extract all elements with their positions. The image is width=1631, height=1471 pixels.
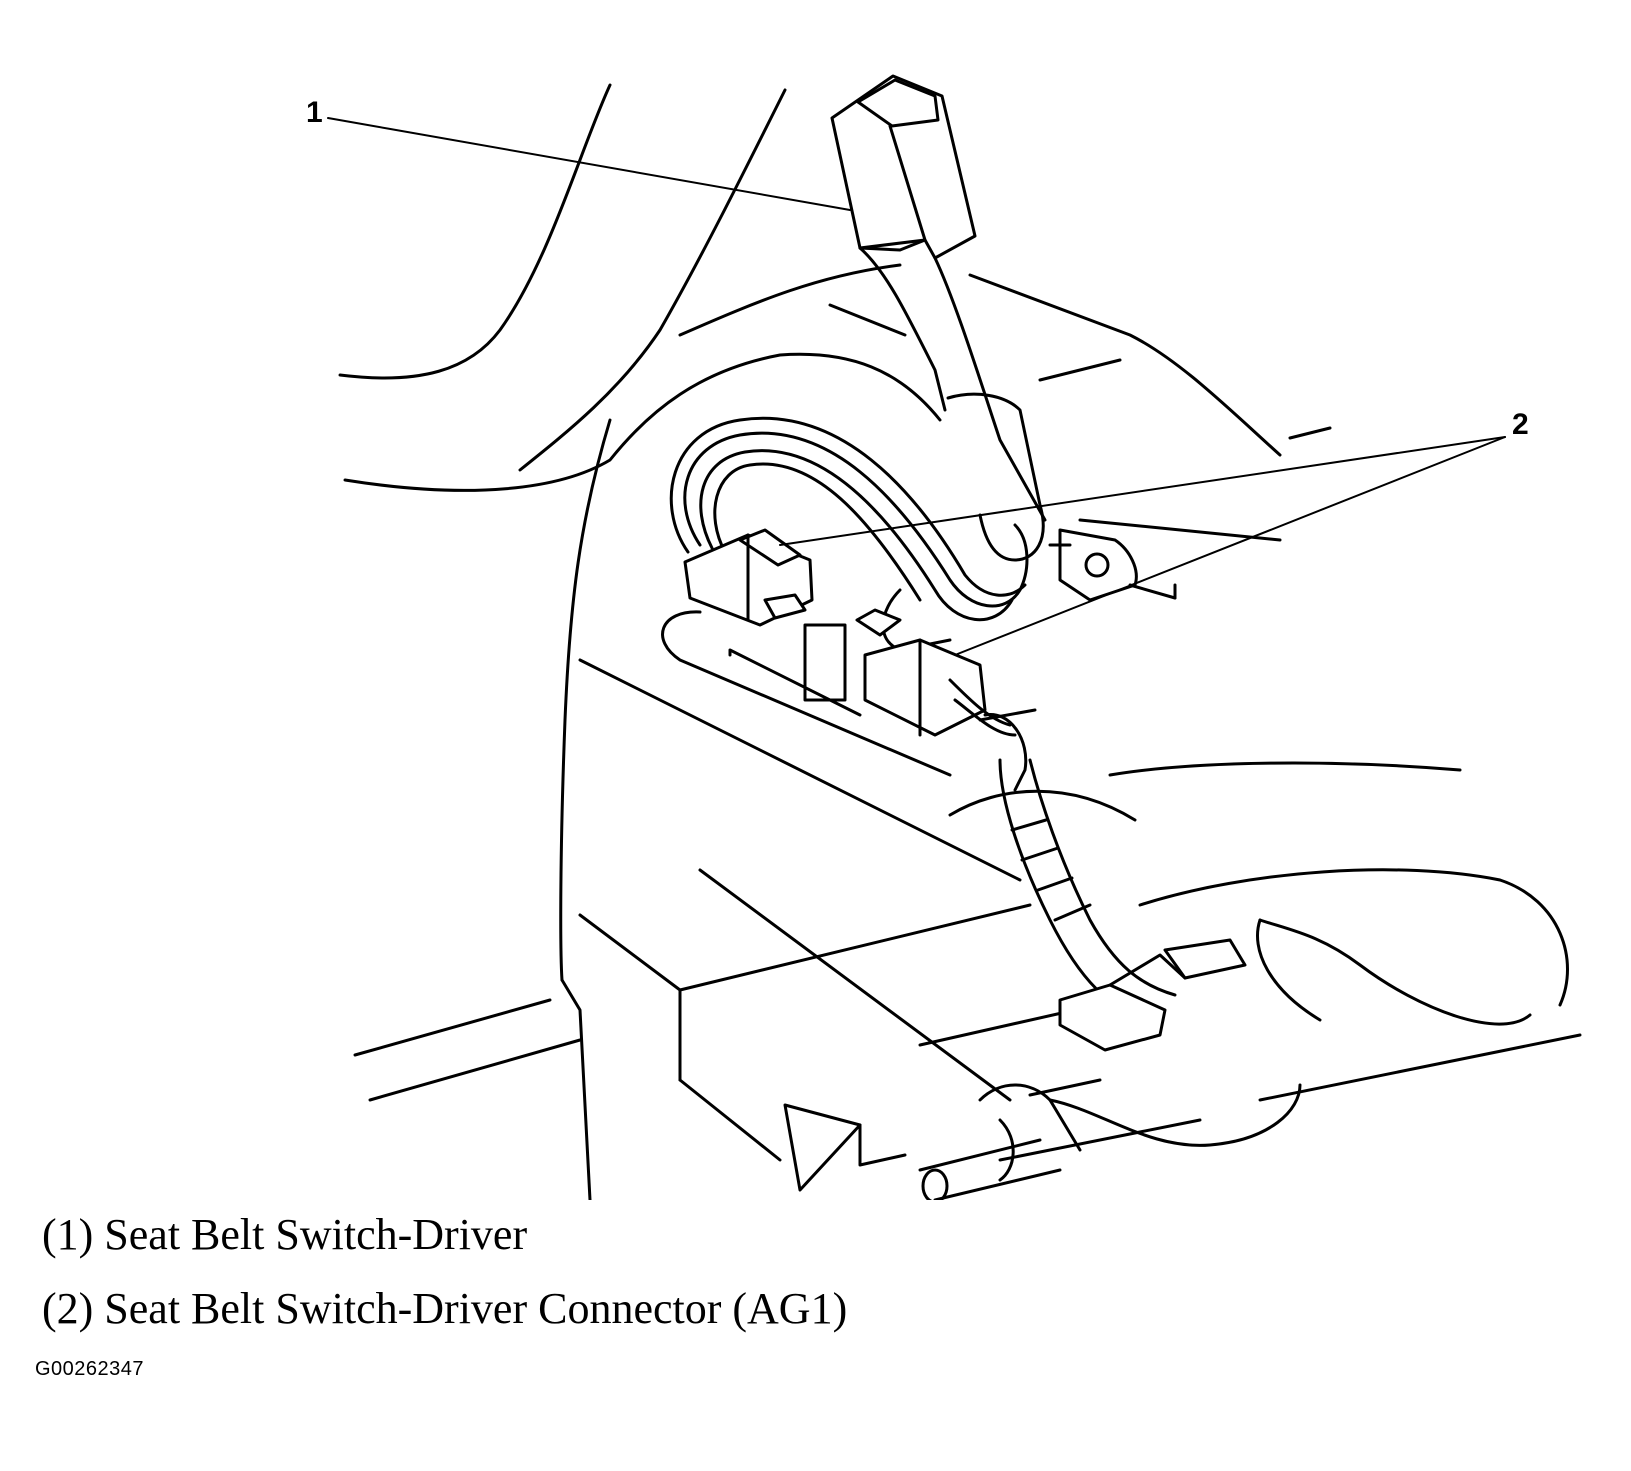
lower-connector (863, 638, 1017, 737)
wire-harness (669, 416, 1029, 652)
leader-line-2a (779, 436, 1506, 546)
callout-number-1: 1 (306, 96, 323, 129)
legend: (1) Seat Belt Switch-Driver (2) Seat Bel… (42, 1213, 847, 1361)
callout-number-2: 2 (1512, 408, 1529, 441)
seat-belt-switch-illustration (327, 74, 1582, 1200)
upper-connector (683, 528, 814, 627)
leader-line-1 (327, 117, 851, 211)
figure-id: G00262347 (35, 1358, 145, 1380)
interior-trim-outlines (338, 83, 1582, 1200)
seat-track (918, 918, 1532, 1200)
seat-belt-switch (830, 74, 1047, 562)
floor-trim (783, 1103, 907, 1192)
seat-belt-cable (948, 708, 1177, 1022)
legend-item-2: (2) Seat Belt Switch-Driver Connector (A… (42, 1284, 848, 1333)
leader-lines (327, 117, 1506, 656)
leader-line-2b (954, 436, 1506, 656)
legend-item-1: (1) Seat Belt Switch-Driver (42, 1210, 528, 1259)
